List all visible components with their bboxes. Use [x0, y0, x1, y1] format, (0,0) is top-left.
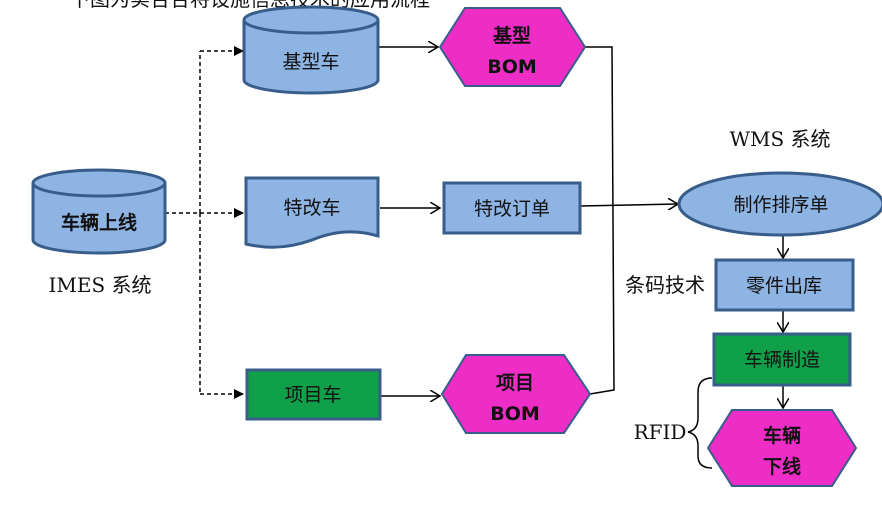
base-car-node: 基型车 [242, 5, 380, 95]
project-car-label: 项目车 [284, 384, 341, 406]
vehicle-online-node: 车辆上线 [31, 168, 167, 255]
parts-outbound-node: 零件出库 [714, 258, 855, 312]
wms-system-label: WMS 系统 [729, 127, 830, 151]
diagram-title-partial: 下图为实合合将设施信息技术的应用流程 [70, 0, 430, 11]
dashed-connectors [165, 46, 244, 399]
vehicle-offline-label-1: 车辆 [763, 424, 801, 447]
modified-car-node: 特改车 [244, 176, 380, 249]
base-bom-label-1: 基型 [492, 24, 531, 47]
base-bom-node: 基型 BOM [438, 7, 587, 87]
parts-outbound-label: 零件出库 [746, 275, 822, 297]
rfid-bracket [687, 377, 713, 469]
vehicle-manufacture-label: 车辆制造 [744, 349, 820, 371]
barcode-tech-label: 条码技术 [625, 273, 705, 297]
make-sequence-label: 制作排序单 [733, 194, 828, 216]
make-sequence-node: 制作排序单 [677, 171, 882, 237]
project-bom-label-2: BOM [490, 403, 540, 425]
modified-order-label: 特改订单 [474, 198, 550, 220]
vehicle-offline-label-2: 下线 [763, 455, 801, 478]
modified-car-label: 特改车 [283, 197, 340, 219]
project-car-node: 项目车 [245, 368, 382, 421]
modified-order-node: 特改订单 [442, 181, 582, 235]
vehicle-manufacture-node: 车辆制造 [712, 332, 852, 387]
solid-connectors [378, 47, 783, 408]
project-bom-node: 项目 BOM [440, 354, 592, 434]
imes-system-label: IMES 系统 [48, 273, 151, 297]
base-car-label: 基型车 [282, 51, 339, 73]
rfid-label: RFID [634, 420, 687, 444]
vehicle-offline-node: 车辆 下线 [706, 409, 858, 487]
project-bom-label-1: 项目 [496, 372, 534, 394]
base-bom-label-2: BOM [487, 56, 537, 78]
vehicle-online-label: 车辆上线 [61, 211, 137, 234]
